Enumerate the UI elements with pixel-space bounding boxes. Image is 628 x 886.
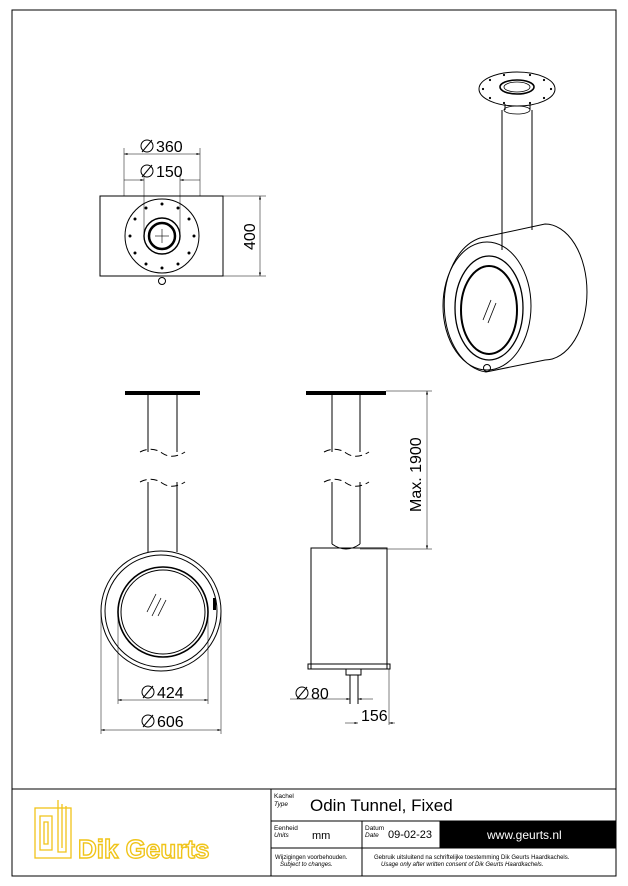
type-value: Odin Tunnel, Fixed — [310, 796, 453, 815]
changes-note-nl: Wijzigingen voorbehouden. — [275, 855, 348, 861]
title-block: Dik Geurts Kachel Type Odin Tunnel, Fixe… — [11, 788, 617, 877]
website-link[interactable]: www.geurts.nl — [486, 828, 562, 842]
top-view-knob — [158, 277, 166, 285]
dim-side-leg-offset: 156 — [361, 708, 388, 725]
dim-top-outer-diameter: 360 — [156, 139, 183, 156]
date-label-nl: Datum — [365, 825, 384, 832]
dim-side-max-height: Max. 1900 — [408, 437, 425, 512]
changes-note-en: Subject to changes. — [280, 862, 333, 868]
usage-note-nl: Gebruik uitsluitend na schriftelijke toe… — [374, 855, 570, 861]
side-body — [310, 547, 388, 670]
top-view-bolts — [128, 202, 196, 270]
iso-flange — [478, 71, 556, 107]
units-label-nl: Eenheid — [274, 825, 298, 832]
usage-note-en: Usage only after written consent of Dik … — [381, 862, 543, 868]
top-view: 360 150 400 — [99, 139, 266, 285]
isometric-view — [442, 71, 588, 373]
iso-glass — [460, 265, 518, 355]
units-label-en: Units — [274, 832, 290, 839]
front-view: 424 606 — [100, 391, 222, 734]
dim-side-leg-diameter: 80 — [311, 686, 329, 703]
dim-front-outer-diameter: 606 — [157, 714, 184, 731]
top-view-plate — [124, 198, 200, 274]
top-view-body — [99, 195, 224, 277]
dim-top-inner-diameter: 150 — [156, 164, 183, 181]
top-view-flue-inner — [147, 221, 177, 251]
front-door — [117, 566, 209, 658]
date-label-en: Date — [365, 832, 379, 839]
front-body — [100, 550, 222, 672]
front-glass — [120, 569, 206, 655]
company-logo: Dik Geurts — [34, 800, 210, 865]
iso-knob — [483, 364, 491, 372]
units-value: mm — [312, 830, 330, 842]
iso-body — [443, 223, 588, 373]
iso-door-ring — [442, 241, 532, 371]
type-label-en: Type — [274, 801, 288, 808]
type-label-nl: Kachel — [274, 793, 294, 800]
side-ceiling-plate — [306, 391, 386, 395]
front-ceiling-plate — [125, 391, 200, 395]
website-bar — [440, 821, 616, 848]
logo-text: Dik Geurts — [78, 834, 210, 864]
date-value: 09-02-23 — [388, 829, 432, 841]
sheet-border — [11, 9, 617, 877]
dim-front-inner-diameter: 424 — [157, 685, 184, 702]
dim-top-depth: 400 — [242, 223, 259, 250]
side-view: Max. 1900 80 156 — [290, 390, 432, 725]
